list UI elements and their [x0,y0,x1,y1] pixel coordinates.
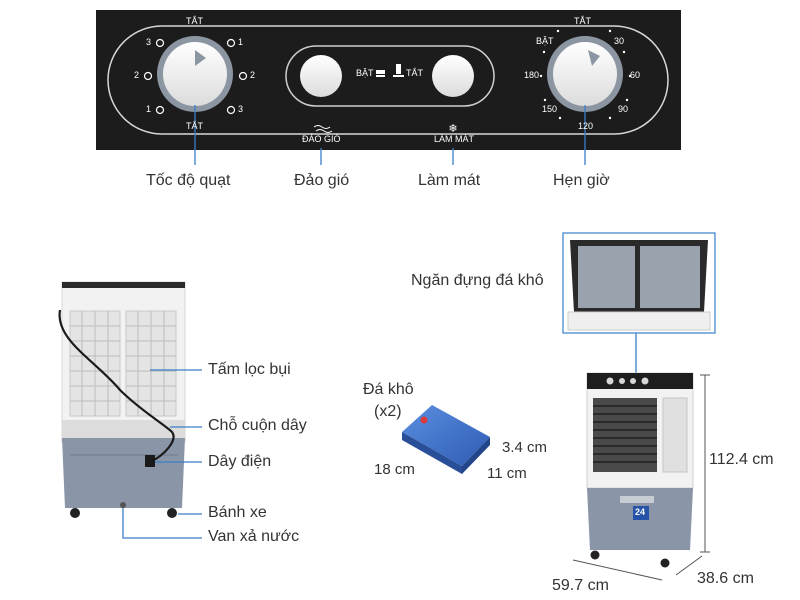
front-wheel-right [660,558,670,568]
front-knobs [606,377,649,385]
snowflake-icon: ❄ [448,122,457,135]
swing-button[interactable] [300,55,342,97]
warranty-badge-number: 24 [635,507,646,517]
fan-dial-top-label: TẮT [186,16,203,26]
back-view [58,281,186,518]
ice-pack-height: 3.4 cm [502,439,548,456]
timer-dial-dots [539,29,632,120]
timer-knob[interactable] [547,36,623,112]
ice-pack-side [462,437,490,474]
timer-knob-face [553,42,617,106]
power-cord [58,309,175,463]
cooling-button-caption: LÀM MÁT [434,134,475,144]
ice-pack-width: 11 cm [487,465,527,482]
cooling-callout: Làm mát [418,172,481,189]
front-view [586,372,694,568]
switch-on-label: BẬT [356,68,374,78]
drain-valve [120,502,126,508]
swing-button-face [300,55,342,97]
fan-mark-right-1: 1 [238,37,244,47]
fan-dial-bottom-label: TẮT [186,121,203,131]
cooling-button-face [432,55,474,97]
panel-outline [107,25,669,135]
front-wheel-left [590,550,600,560]
timer-mark-120: 120 [578,121,594,131]
cord-holder-band [62,420,185,438]
ice-pack-qty: (x2) [374,403,402,420]
fan-mark-left-1: 1 [146,104,152,114]
ice-pack-front [402,432,462,474]
timer-mark-150: 150 [542,104,558,114]
fan-mark-right-2: 2 [250,70,256,80]
drain-valve-callout: Van xả nước [208,528,300,545]
timer-off-label: TẮT [574,16,591,26]
water-level-window [620,496,654,503]
swing-callout: Đảo gió [294,172,350,189]
ice-compartment-left [578,246,635,308]
fan-dial-marks [143,38,248,115]
switch-off-label: TẮT [406,68,423,78]
timer-knob-pointer [588,50,600,66]
back-callout-lines [122,369,202,539]
fan-mark-right-3: 3 [238,104,244,114]
back-wheel-left [70,508,80,518]
cord-holder-callout: Chỗ cuộn dây [208,417,307,434]
front-louvers [593,405,657,463]
control-panel: ❄ [96,10,681,150]
width-dimension: 59.7 cm [552,577,609,594]
filter-callout: Tấm lọc bụi [208,361,291,378]
ice-compartment-right [640,246,700,308]
timer-on-label: BẬT [536,36,554,46]
ice-pack [402,405,490,474]
button-group-outline [285,45,495,107]
timer-callout: Hẹn giờ [553,172,610,189]
fan-knob-pointer [195,50,206,66]
fan-knob-face [163,42,227,106]
fan-mark-left-2: 2 [134,70,140,80]
timer-mark-90: 90 [618,104,629,114]
wheels-callout: Bánh xe [208,504,267,521]
ice-box-detail [562,232,716,334]
timer-mark-180: 180 [524,70,540,80]
cooling-button[interactable] [432,55,474,97]
timer-mark-30: 30 [614,36,625,46]
front-louver-frame [593,398,657,472]
switch-off-icon [393,64,404,77]
fan-speed-callout: Tốc độ quạt [146,172,231,189]
timer-mark-60: 60 [630,70,641,80]
swing-button-caption: ĐẢO GIÓ [302,134,341,144]
ice-box-base [567,311,711,331]
ice-box-callout: Ngăn đựng đá khô [411,272,544,289]
fan-speed-knob[interactable] [157,36,233,112]
filter-grid [70,311,176,416]
depth-dimension: 38.6 cm [697,570,754,587]
switch-on-icon [376,70,385,77]
ice-pack-length: 18 cm [374,461,415,478]
power-plug [145,455,155,467]
ice-pack-label: Đá khô [363,381,414,398]
ice-pack-cap [420,416,428,424]
back-top-strip [62,282,185,288]
dimension-lines [572,374,710,581]
front-control-strip [587,373,693,389]
back-wheel-right [167,508,177,518]
side-filter [662,397,688,473]
wind-icon [313,125,333,133]
fan-mark-left-3: 3 [146,37,152,47]
warranty-badge [633,506,649,520]
power-cord-callout: Dây điện [208,453,272,470]
panel-callout-lines [194,105,586,165]
height-dimension: 112.4 cm [709,451,774,468]
